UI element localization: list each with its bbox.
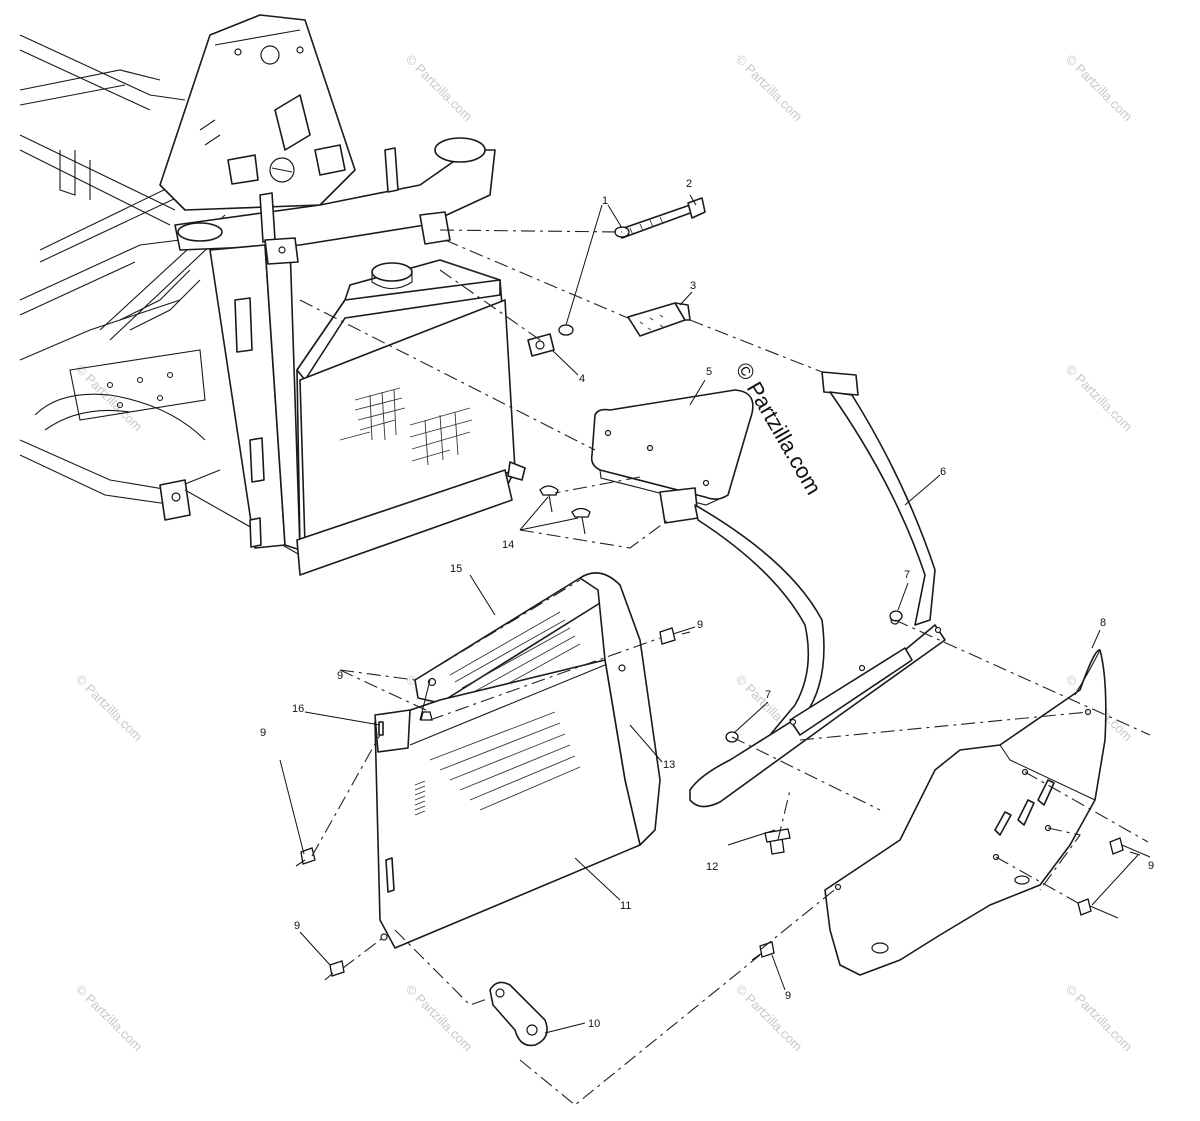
watermark-tile: © Partzilla.com — [733, 52, 806, 125]
callout-1: 1 — [602, 195, 608, 207]
washer-1b — [558, 324, 574, 336]
watermark-tile: © Partzilla.com — [73, 982, 146, 1055]
callout-8: 8 — [1100, 617, 1106, 629]
callout-15: 15 — [450, 563, 462, 575]
callout-10: 10 — [588, 1018, 600, 1030]
watermark-tile: © Partzilla.com — [73, 362, 146, 435]
callout-11: 11 — [620, 900, 631, 912]
callout-13: 13 — [663, 759, 675, 771]
callout-9-bottom-left: 9 — [294, 920, 300, 932]
callout-5: 5 — [706, 366, 712, 378]
hardware-upper — [527, 197, 706, 357]
watermark-tile: © Partzilla.com — [403, 982, 476, 1055]
callout-14: 14 — [502, 539, 514, 551]
callout-9-bottom: 9 — [785, 990, 791, 1002]
callout-labels: 1 2 3 4 5 6 7 7 8 9 9 9 9 9 9 10 11 12 1… — [260, 178, 1154, 1030]
bumper-3 — [627, 302, 686, 337]
callout-7-lower: 7 — [765, 689, 771, 701]
callout-9-left: 9 — [260, 727, 266, 739]
callout-9-top-right: 9 — [697, 619, 703, 631]
watermark-tile: © Partzilla.com — [733, 982, 806, 1055]
callout-2: 2 — [686, 178, 692, 190]
callout-7-upper: 7 — [904, 569, 910, 581]
assembly-lines — [299, 229, 1151, 1106]
watermark-tile: © Partzilla.com — [73, 672, 146, 745]
callout-16: 16 — [292, 703, 304, 715]
callout-4: 4 — [579, 373, 585, 385]
watermark-tile: © Partzilla.com — [1063, 52, 1136, 125]
watermark-tile: © Partzilla.com — [403, 52, 476, 125]
link-10 — [489, 981, 548, 1047]
skid-plate-8 — [824, 649, 1107, 976]
bumper-6 — [659, 371, 946, 808]
chassis-frame — [19, 14, 496, 556]
callout-6: 6 — [940, 466, 946, 478]
callout-12: 12 — [706, 861, 718, 873]
callout-3: 3 — [690, 280, 696, 292]
watermark-tile: © Partzilla.com — [1063, 362, 1136, 435]
nut-7a — [889, 610, 903, 622]
callout-9-right: 9 — [1148, 860, 1154, 872]
callout-9-top: 9 — [337, 670, 343, 682]
fasteners — [295, 485, 1151, 981]
panel-5 — [590, 389, 754, 506]
watermark-tile: © Partzilla.com — [1063, 982, 1136, 1055]
leader-lines — [279, 194, 1141, 1034]
shroud-assembly — [374, 572, 661, 949]
radiator — [296, 259, 526, 576]
